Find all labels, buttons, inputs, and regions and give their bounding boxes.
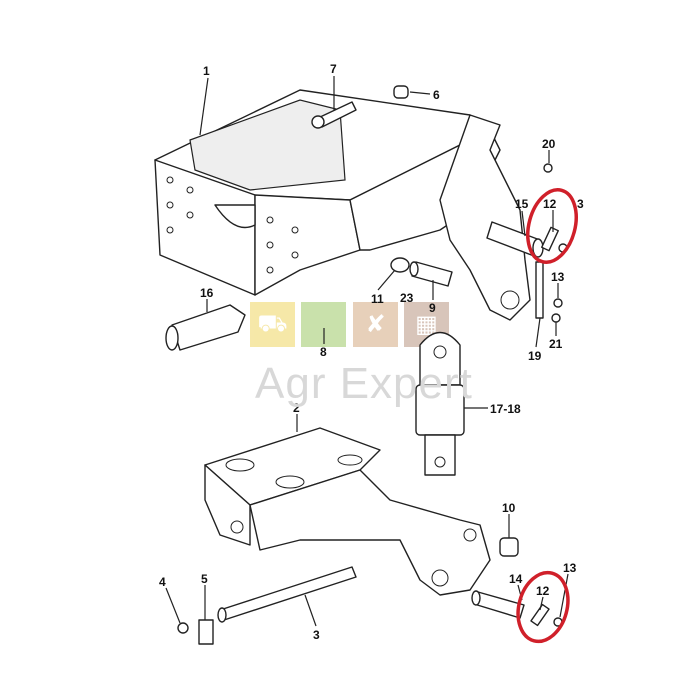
washer-21 [551,313,561,323]
pin-3 [217,566,357,623]
bolt-20 [543,163,553,173]
callout-19: 19 [528,349,542,363]
callout-14: 14 [509,572,523,586]
callout-labels: 1 7 6 20 12 3 15 13 21 19 11 23 9 16 8 1… [159,62,584,642]
pin-14 [471,590,525,619]
callout-12-top: 12 [543,197,557,211]
callout-16: 16 [200,286,214,300]
axle-support [204,427,491,596]
pin-15 [486,221,544,258]
plate-12-top [541,226,559,252]
callout-3-top: 3 [577,197,584,211]
front-support-frame [154,89,531,321]
bushing-6 [393,85,409,99]
callout-13-top: 13 [551,270,565,284]
callout-2: 2 [293,401,300,415]
callout-13-bottom: 13 [563,561,577,575]
bolt-13-mid [553,298,563,308]
watermark-tractor-icon: ⛟ [250,302,295,347]
strip-19 [535,261,544,319]
callout-12-bottom: 12 [536,584,550,598]
bushing-10 [499,537,519,557]
callout-5: 5 [201,572,208,586]
callout-11: 11 [371,292,384,306]
plate-5 [198,619,214,645]
callout-6: 6 [433,88,440,102]
highlight-ring-top [526,188,578,264]
callout-10: 10 [502,501,516,515]
callout-8: 8 [320,345,327,359]
ring-11 [390,257,410,273]
pin-16 [165,304,246,351]
callout-1: 1 [203,64,210,78]
callout-15: 15 [515,197,529,211]
callout-20: 20 [542,137,556,151]
callout-23: 23 [400,291,414,305]
callout-3-bottom: 3 [313,628,320,642]
callout-4: 4 [159,575,166,589]
callout-17-18: 17-18 [490,402,521,416]
plate-12-bottom [530,603,550,627]
highlight-ring-bottom [516,570,570,644]
cylinder-17-18 [415,331,465,476]
bolt-7 [311,101,357,129]
leader-lines [165,76,569,627]
bolt-4 [177,622,189,634]
callout-7: 7 [330,62,337,76]
callout-9: 9 [429,301,436,315]
callout-21: 21 [549,337,563,351]
watermark-tools-icon: ✘ [353,302,398,347]
pin-9 [409,261,453,287]
